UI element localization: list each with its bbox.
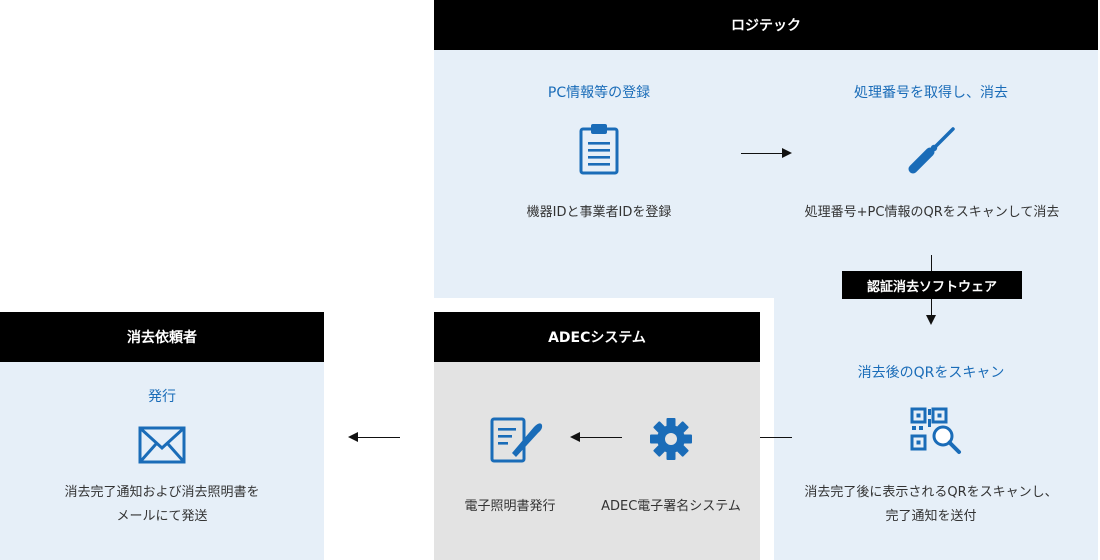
software-badge: 認証消去ソフトウェア <box>842 271 1022 299</box>
step-erase-title: 処理番号を取得し、消去 <box>854 85 1008 101</box>
adec-header: ADECシステム <box>434 312 760 362</box>
clipboard-icon <box>572 122 626 176</box>
arrow-left-1 <box>750 437 792 438</box>
requester-header: 消去依頼者 <box>0 312 324 362</box>
screwdriver-icon <box>902 120 960 178</box>
step-scan-desc-line1: 消去完了後に表示されるQRをスキャンし、 <box>804 485 1058 500</box>
logitech-header: ロジテック <box>434 0 1098 50</box>
requester-step-title: 発行 <box>148 389 176 405</box>
gear-icon <box>646 414 696 464</box>
arrow-left-3 <box>358 437 400 438</box>
step-register-title: PC情報等の登録 <box>547 85 651 101</box>
step-register-desc: 機器IDと事業者IDを登録 <box>526 205 672 220</box>
requester-desc-line2: メールにて発送 <box>116 509 208 524</box>
envelope-icon <box>136 424 188 466</box>
adec-signature-desc: ADEC電子署名システム <box>601 499 741 514</box>
arrow-head-left-2 <box>570 432 580 442</box>
arrow-left-2 <box>580 437 622 438</box>
arrow-head-down <box>926 315 936 325</box>
adec-panel <box>434 362 760 560</box>
connector-line-bottom <box>931 299 932 315</box>
connector-line-top <box>931 255 932 271</box>
arrow-head-right-1 <box>782 148 792 158</box>
requester-desc-line1: 消去完了通知および消去照明書を <box>64 485 260 500</box>
step-scan-title: 消去後のQRをスキャン <box>857 365 1005 381</box>
logitech-panel-top <box>434 50 1098 298</box>
qr-scan-icon <box>906 404 968 458</box>
adec-certificate-desc: 電子照明書発行 <box>464 499 556 514</box>
step-erase-desc: 処理番号+PC情報のQRをスキャンして消去 <box>804 205 1060 220</box>
step-scan-desc-line2: 完了通知を送付 <box>885 509 977 524</box>
arrow-head-left-3 <box>348 432 358 442</box>
document-edit-icon <box>486 414 546 468</box>
arrow-right-1 <box>741 153 783 154</box>
